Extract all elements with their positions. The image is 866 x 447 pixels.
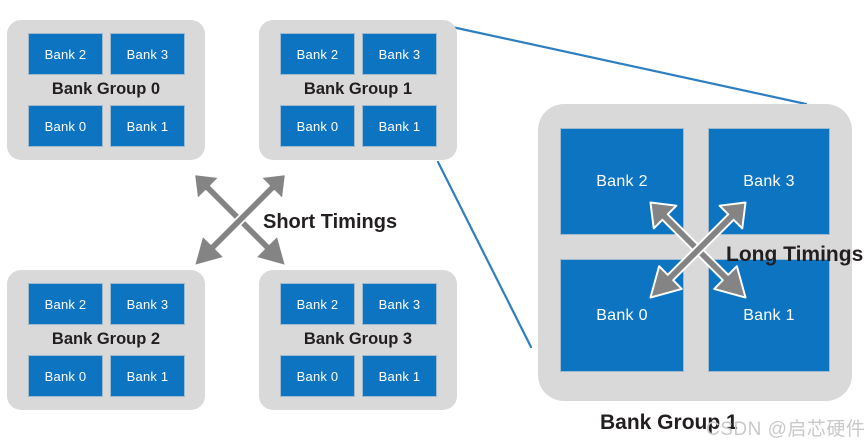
bank-group-0[interactable]: Bank 2 Bank 3 Bank 0 Bank 1 Bank Group 0: [7, 20, 205, 160]
csdn-watermark: CSDN @启芯硬件: [706, 419, 866, 440]
bank-group-3-label: Bank Group 3: [303, 330, 413, 348]
bank-group-1-bank-2[interactable]: Bank 2: [280, 33, 355, 75]
bank-group-2-bank-2[interactable]: Bank 2: [28, 283, 103, 325]
bank-group-1-bank-0[interactable]: Bank 0: [280, 105, 355, 147]
short-timings-label: Short Timings: [263, 211, 398, 233]
bank-group-0-bank-2[interactable]: Bank 2: [28, 33, 103, 75]
bank-group-3-bank-2[interactable]: Bank 2: [280, 283, 355, 325]
bank-group-1-bank-3[interactable]: Bank 3: [362, 33, 437, 75]
four-way-diagonal-arrow-icon-long: [644, 196, 752, 304]
long-timings-label: Long Timings: [726, 243, 864, 266]
bank-group-0-bank-1[interactable]: Bank 1: [110, 105, 185, 147]
bank-group-1-bank-1[interactable]: Bank 1: [362, 105, 437, 147]
bank-group-2-label: Bank Group 2: [51, 330, 161, 348]
bank-group-1[interactable]: Bank 2 Bank 3 Bank 0 Bank 1 Bank Group 1: [259, 20, 457, 160]
bank-group-0-label: Bank Group 0: [51, 80, 161, 98]
bank-group-3-bank-1[interactable]: Bank 1: [362, 355, 437, 397]
bank-group-3[interactable]: Bank 2 Bank 3 Bank 0 Bank 1 Bank Group 3: [259, 270, 457, 410]
bank-group-2[interactable]: Bank 2 Bank 3 Bank 0 Bank 1 Bank Group 2: [7, 270, 205, 410]
big-bank-group-caption: Bank Group 1: [600, 411, 738, 434]
bank-group-2-bank-3[interactable]: Bank 3: [110, 283, 185, 325]
big-bank-group[interactable]: Bank 2 Bank 3 Bank 0 Bank 1: [538, 104, 852, 401]
callout-line-top: [450, 25, 808, 106]
bank-group-1-label: Bank Group 1: [303, 80, 413, 98]
bank-group-3-bank-3[interactable]: Bank 3: [362, 283, 437, 325]
bank-group-0-bank-0[interactable]: Bank 0: [28, 105, 103, 147]
four-way-diagonal-arrow-icon-short: [188, 168, 292, 272]
bank-group-3-bank-0[interactable]: Bank 0: [280, 355, 355, 397]
bank-group-0-bank-3[interactable]: Bank 3: [110, 33, 185, 75]
bank-group-2-bank-1[interactable]: Bank 1: [110, 355, 185, 397]
bank-group-2-bank-0[interactable]: Bank 0: [28, 355, 103, 397]
